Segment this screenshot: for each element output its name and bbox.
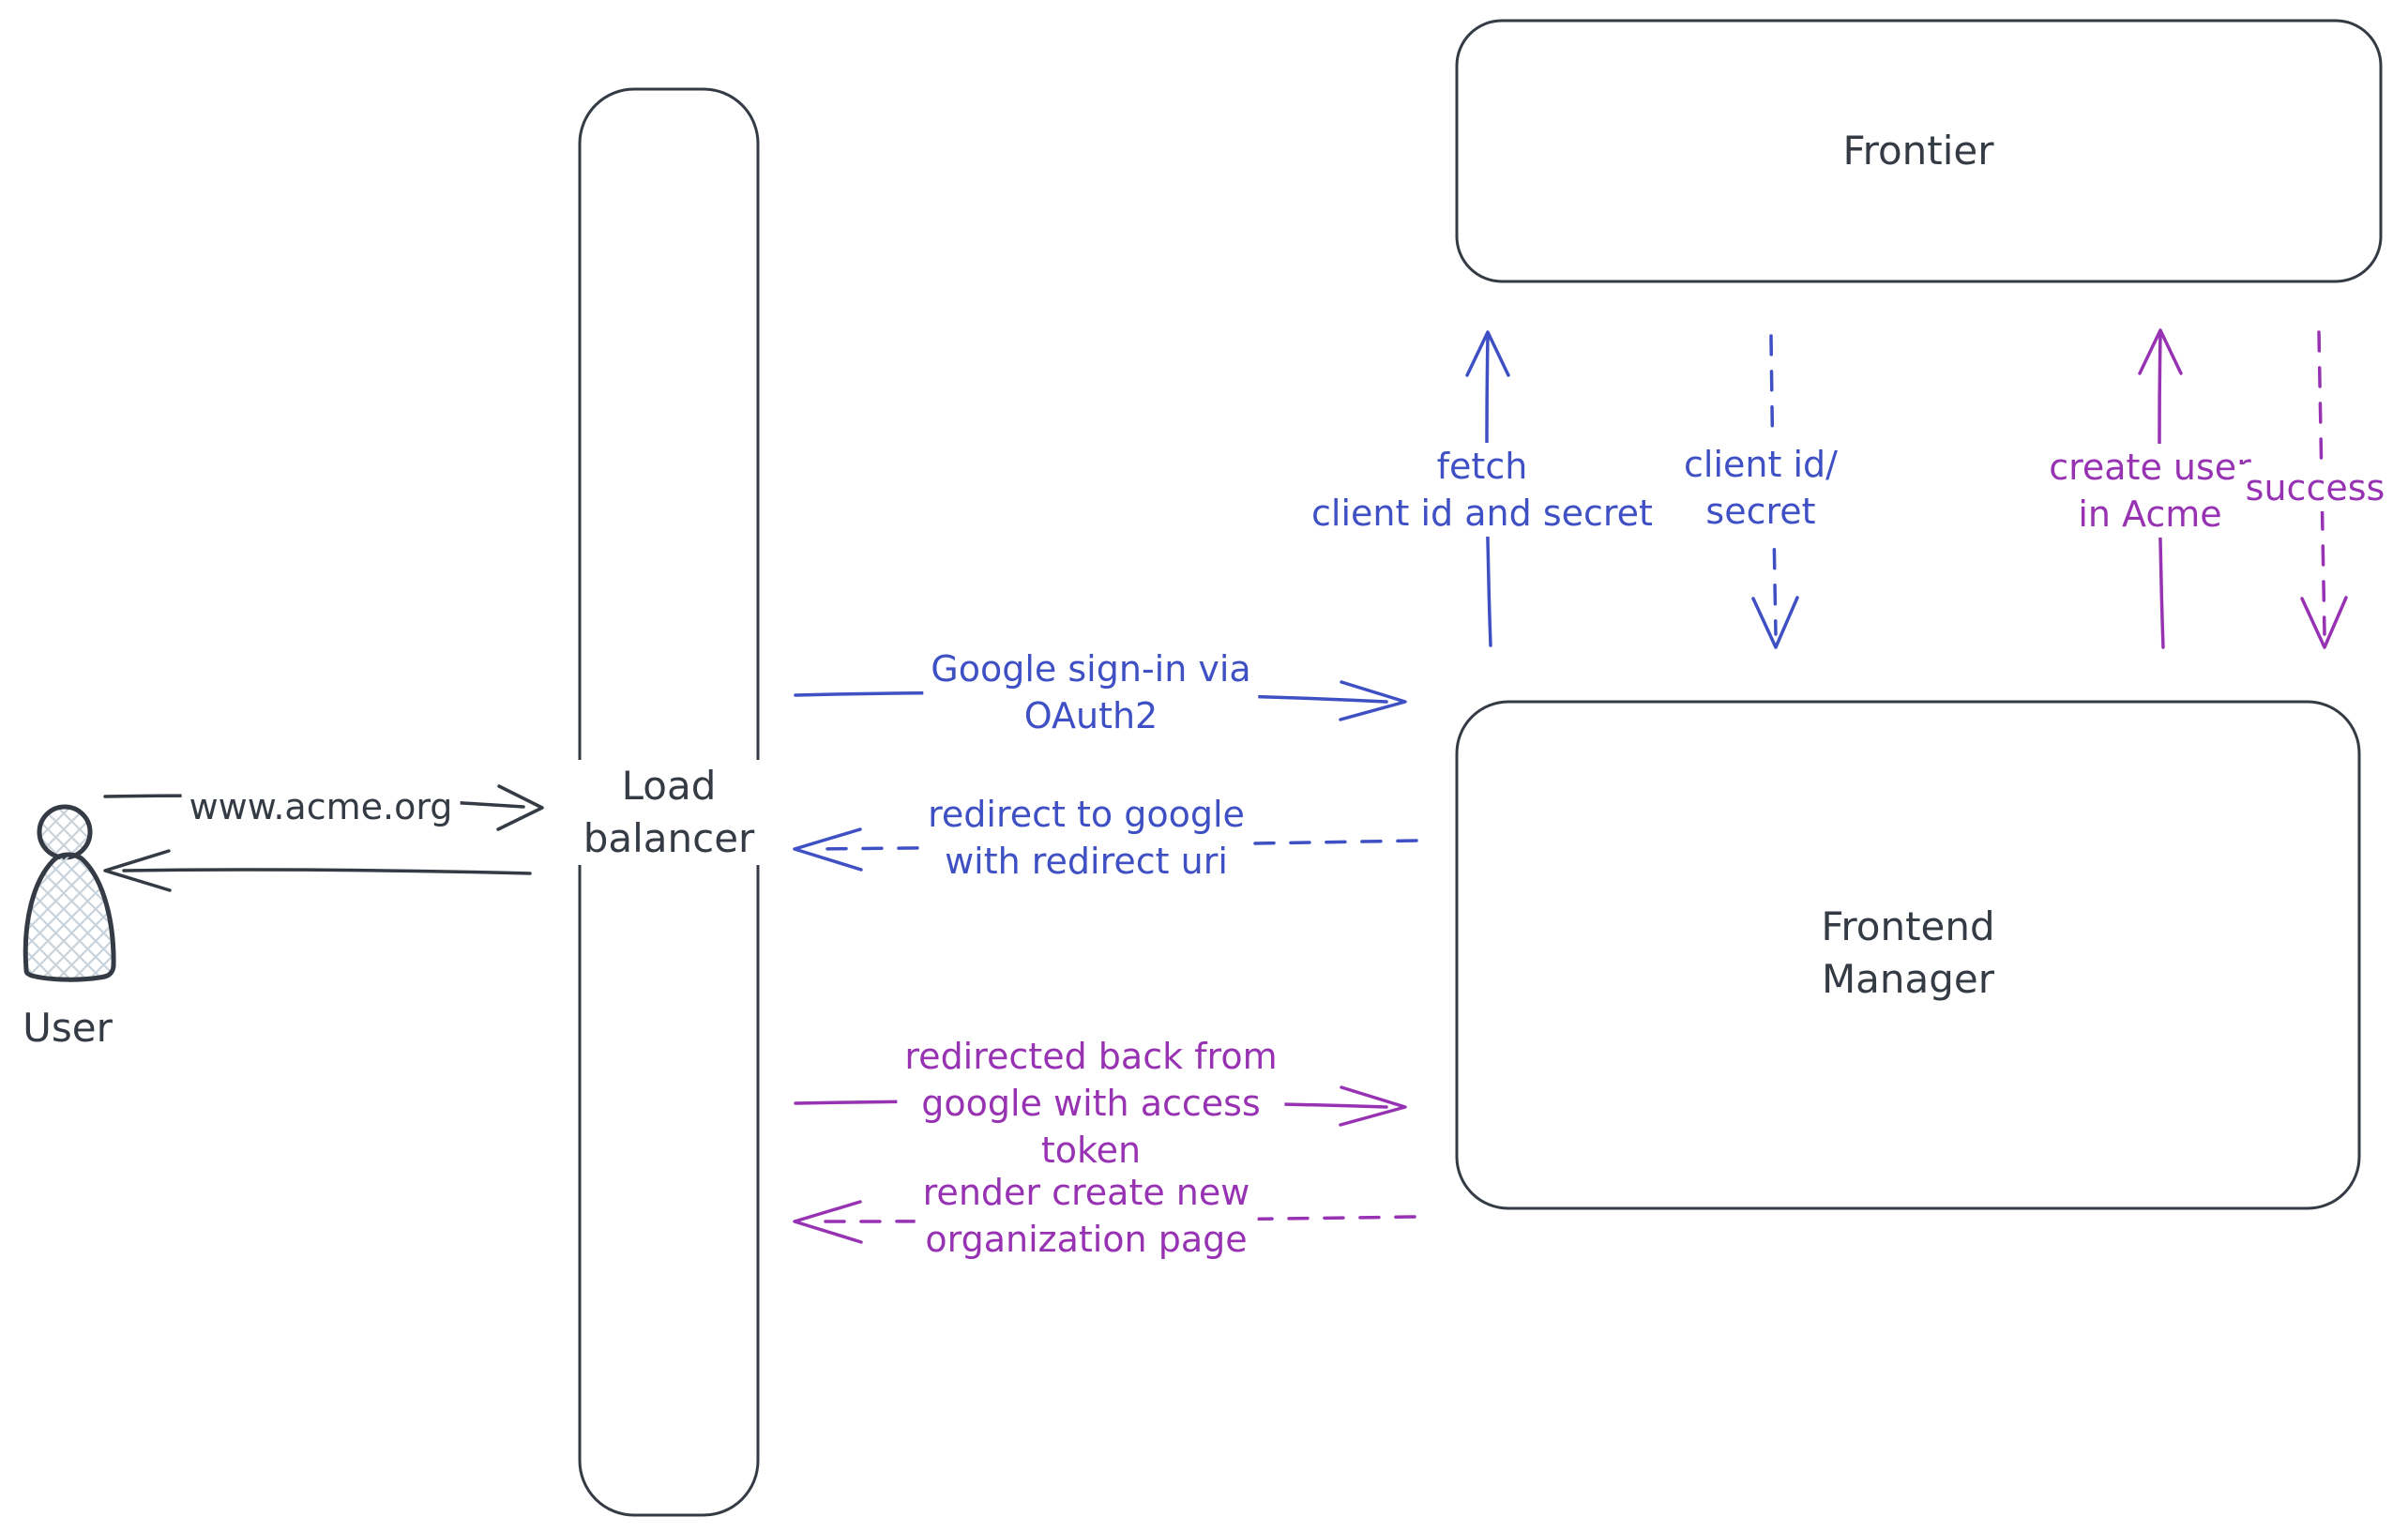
render-page-label: render create new organization page: [915, 1169, 1258, 1263]
load-balancer-label: Load balancer: [575, 760, 763, 865]
user-icon-head: [37, 804, 93, 860]
www-acme-label: www.acme.org: [181, 783, 461, 830]
redirect-google-arrowhead: [793, 827, 863, 872]
user-return-arrowhead: [103, 849, 172, 892]
user-icon: [23, 804, 116, 982]
frontend-manager-label: Frontend Manager: [1813, 901, 2003, 1006]
redirected-back-arrowhead: [1339, 1085, 1407, 1127]
create-user-arrowhead: [2138, 328, 2183, 375]
www-acme-arrowhead: [496, 784, 544, 831]
redirected-back-label: redirected back from google with access …: [897, 1033, 1285, 1174]
success-label: success: [2237, 464, 2393, 511]
google-signin-arrowhead: [1339, 680, 1407, 721]
user-icon-body: [23, 852, 116, 982]
create-user-label: create user in Acme: [2041, 444, 2259, 538]
google-signin-label: Google sign-in via OAuth2: [923, 645, 1259, 739]
user-return-arrow: [103, 849, 532, 892]
fetch-secret-arrowhead: [1465, 330, 1510, 377]
client-id-secret-label: client id/ secret: [1676, 441, 1845, 535]
frontier-label: Frontier: [1835, 125, 2002, 177]
render-page-arrowhead: [793, 1200, 863, 1244]
user-label: User: [15, 1002, 120, 1054]
client-id-secret-arrowhead: [1751, 596, 1799, 649]
redirect-google-label: redirect to google with redirect uri: [920, 791, 1252, 885]
success-arrowhead: [2300, 596, 2348, 649]
fetch-secret-label: fetch client id and secret: [1304, 443, 1660, 537]
